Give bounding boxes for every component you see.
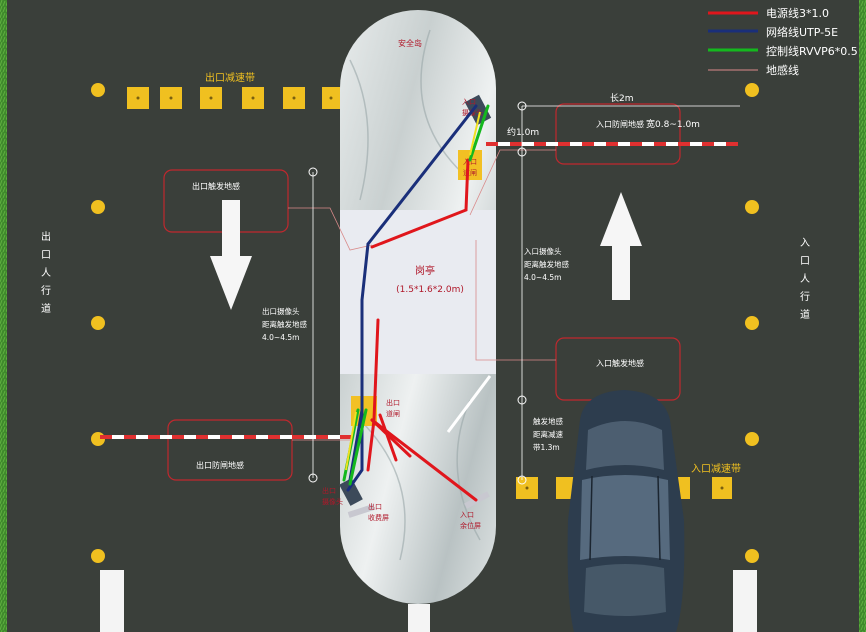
- exit-anti-smash-loop-label: 出口防闸地感: [196, 460, 244, 470]
- entry-speed-bump: [516, 477, 732, 499]
- entry-speed-bump-label: 入口减速带: [691, 463, 741, 475]
- entry-trigger-loop-label: 入口触发地感: [596, 358, 644, 368]
- legend-power-label: 电源线3*1.0: [766, 6, 829, 20]
- booth-door: [446, 375, 492, 433]
- exit-fee-screen-label: 出口收费屏: [368, 502, 389, 522]
- entry-direction-arrow: [600, 192, 642, 300]
- grass-left: [0, 0, 7, 632]
- trigger-bump-distance-label: 触发地感距离减速带1.3m: [533, 416, 563, 452]
- marble-veins: [349, 29, 481, 561]
- safety-island-label: 安全岛: [398, 38, 422, 48]
- width-range-label: 宽0.8~1.0m: [646, 118, 700, 130]
- lane-dots: [91, 83, 759, 563]
- dimension-lines: [312, 105, 740, 480]
- legend: 电源线3*1.0 网络线UTP-5E 控制线RVVP6*0.5 地感线: [708, 6, 858, 77]
- grass-right: [859, 0, 866, 632]
- exit-direction-arrow: [210, 200, 252, 310]
- booth-label: 岗亭: [415, 264, 435, 277]
- power-lines: [366, 158, 478, 502]
- length-2m-label: 长2m: [610, 92, 634, 104]
- booth: [340, 210, 496, 374]
- dimension-markers: [308, 101, 527, 485]
- legend-loop-label: 地感线: [766, 63, 799, 77]
- exit-gate-label: 出口道闸: [386, 398, 400, 418]
- entry-anti-smash-loop-box: [555, 103, 681, 165]
- legend-network-label: 网络线UTP-5E: [766, 25, 838, 39]
- lane-marks: [100, 570, 757, 632]
- legend-control-label: 控制线RVVP6*0.5: [766, 44, 858, 58]
- booth-size-label: (1.5*1.6*2.0m): [396, 285, 464, 295]
- car: [567, 390, 685, 632]
- control-highlight: [345, 111, 481, 471]
- entry-sidewalk-label: 入口人行道: [800, 238, 810, 321]
- exit-camera-device: [339, 478, 363, 506]
- entry-anti-smash-loop-label: 入口防闸地感: [596, 119, 644, 129]
- exit-anti-smash-loop-box: [167, 419, 293, 481]
- approx-1m-label: 约1.0m: [507, 126, 539, 138]
- exit-speed-bump: [127, 87, 340, 109]
- entry-gate-label: 入口道闸: [463, 158, 477, 177]
- entry-remaining-screen-label: 入口余位屏: [460, 511, 481, 530]
- exit-fee-screen-device: [347, 504, 375, 518]
- exit-trigger-loop-label: 出口触发地感: [192, 181, 240, 191]
- exit-camera-label: 出口摄像头: [322, 486, 343, 506]
- loop-wires: [288, 149, 556, 441]
- exit-sidewalk-label: 出口人行道: [41, 230, 51, 315]
- exit-speed-bump-label: 出口减速带: [205, 71, 255, 84]
